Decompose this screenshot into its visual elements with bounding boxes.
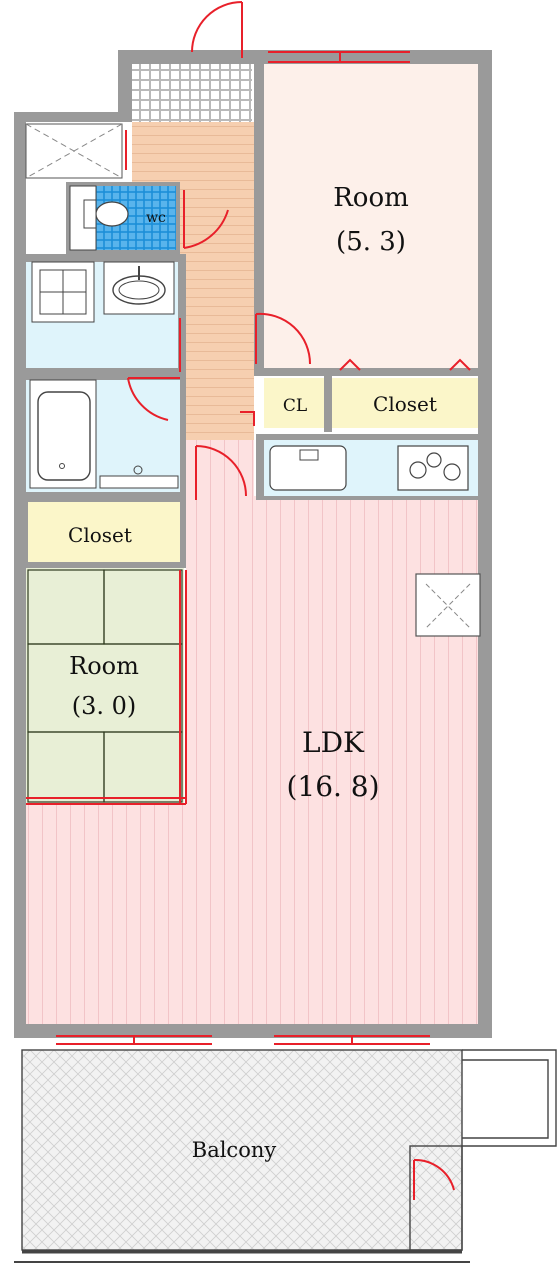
wall [254, 368, 478, 376]
ldk-floor-extension [26, 804, 196, 1024]
room-north-floor [264, 64, 478, 370]
closet-north-label: Closet [373, 392, 437, 416]
room-west-size: (3. 0) [72, 692, 137, 720]
cl-label: CL [283, 396, 307, 416]
ldk-size: (16. 8) [286, 770, 379, 803]
room-north-size: (5. 3) [336, 227, 406, 257]
room-west-name: Room [69, 652, 139, 680]
ldk-entry [186, 440, 254, 498]
closet-west-label: Closet [68, 523, 132, 547]
wc-area [66, 182, 180, 254]
room-west-floor [26, 568, 184, 804]
wc-label: wc [146, 210, 166, 226]
closet-west [28, 502, 180, 562]
bathroom-area [22, 374, 186, 498]
entrance-floor [132, 64, 252, 122]
wall [254, 64, 264, 370]
cl-storage [264, 378, 324, 428]
balcony-floor [22, 1050, 462, 1250]
closet-north [332, 378, 478, 428]
balcony-railing [14, 1049, 557, 1263]
kitchen-counter [256, 434, 480, 500]
appliance-space [415, 573, 481, 637]
ldk-name: LDK [302, 726, 365, 759]
room-north-name: Room [333, 183, 409, 213]
shoe-storage [25, 123, 123, 179]
balcony-label: Balcony [192, 1138, 277, 1162]
washroom-area [22, 254, 186, 374]
openings [26, 1, 471, 1200]
wall [324, 376, 332, 432]
